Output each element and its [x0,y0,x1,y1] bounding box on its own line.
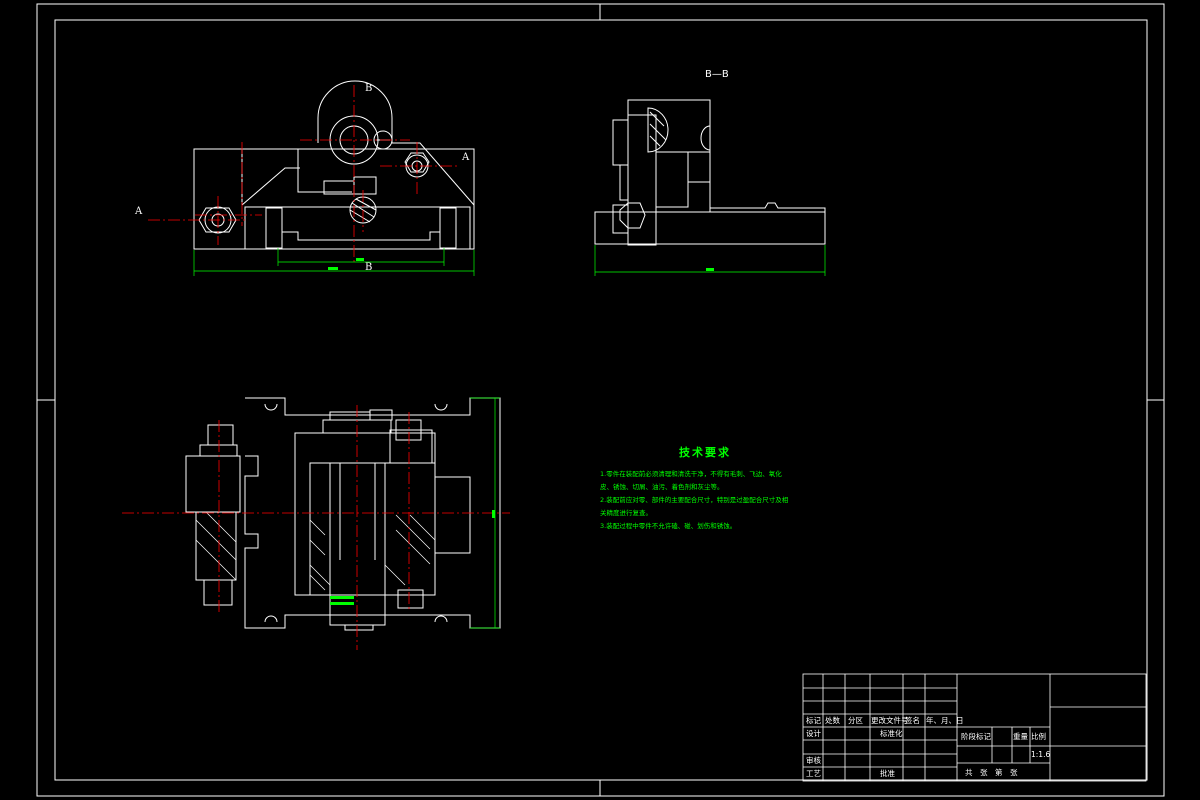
section-bb-dimensions [594,245,826,276]
tb-scale-value: 1:1.6 [1031,750,1051,759]
tech-line-4: 关精度进行复查。 [600,509,652,517]
tb-weight: 重量 [1013,732,1028,741]
plan-view-dimensions [330,397,500,629]
tb-review: 审核 [806,756,821,765]
tech-line-5: 3.装配过程中零件不允许磕、碰、划伤和锈蚀。 [600,522,737,530]
plan-view-hatching [195,511,436,591]
tb-design: 设计 [806,729,821,738]
title-block-grid [802,673,1147,782]
tb-sheets: 共 张 第 张 [965,768,1018,777]
cut-label-a-right: A [461,152,470,163]
tech-line-3: 2.装配前应对零、部件的主要配合尺寸，特别是过盈配合尺寸及相 [600,496,789,504]
tech-line-2: 皮、锈蚀、切屑、油污、着色剂和灰尘等。 [600,483,724,491]
plan-view [185,397,501,631]
cut-label-b-top: B [365,83,372,94]
tb-approve: 批准 [880,769,895,778]
tb-process: 工艺 [806,769,821,778]
tb-col-mark: 标记 [806,716,821,725]
tb-col-date: 年、月、日 [926,716,964,725]
tech-title: 技术要求 [679,446,731,459]
technical-requirements: 技术要求 1.零件在装配前必须清理和清洗干净，不得有毛刺、飞边、氧化 皮、锈蚀、… [600,444,810,533]
tb-col-change-doc: 更改文件号 [871,716,909,725]
section-bb-label: B—B [705,69,729,80]
cut-label-a-left: A [134,206,143,217]
tb-stage-mark: 阶段标记 [961,732,991,741]
tb-scale-label: 比例 [1031,732,1046,741]
tb-col-zone: 分区 [848,716,863,725]
section-bb-view [594,99,826,246]
drawing-frame [36,3,1165,797]
cut-label-b-bottom: B [365,262,372,273]
tb-standardization: 标准化 [880,729,903,738]
tb-col-count: 处数 [825,716,840,725]
tech-line-1: 1.零件在装配前必须清理和清洗干净，不得有毛刺、飞边、氧化 [600,470,782,478]
front-view-centerlines [148,85,460,262]
front-view [193,80,475,250]
tb-col-signature: 签名 [905,716,920,725]
front-view-dimensions [193,248,475,276]
plan-view-centerlines [122,405,510,650]
